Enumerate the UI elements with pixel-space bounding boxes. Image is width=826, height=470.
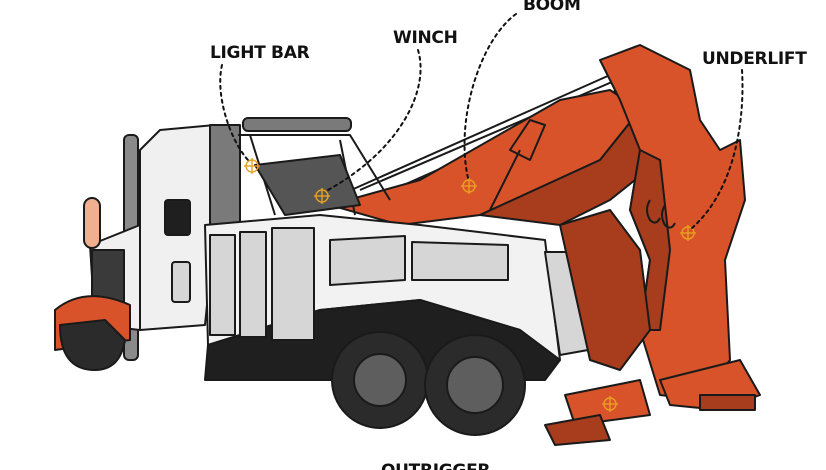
- boom-leader: [463, 13, 517, 179]
- outrigger-label: OUTRIGGER: [381, 461, 490, 470]
- underlift-label: UNDERLIFT: [702, 49, 807, 69]
- tow-truck-illustration: [54, 44, 761, 446]
- truck-body: [204, 209, 651, 381]
- light-bar-cage: [238, 117, 391, 216]
- winch-label: WINCH: [393, 28, 458, 48]
- light-bar-leader: [219, 64, 249, 161]
- boom-label: BOOM: [523, 0, 581, 15]
- leader-lines: [219, 13, 744, 229]
- underlift-leader: [691, 69, 744, 229]
- callout-labels: LIGHT BAR WINCH BOOM UNDERLIFT OUTRIGGER: [210, 0, 808, 470]
- winch-leader: [327, 49, 422, 191]
- underlift-outrigger-assembly: [544, 359, 761, 446]
- underlift-target-icon: [680, 225, 696, 241]
- boom-structure: [329, 44, 746, 401]
- target-markers: [244, 158, 696, 412]
- outrigger-target-icon: [602, 396, 618, 412]
- boom-target-icon: [461, 178, 477, 194]
- light-bar-label: LIGHT BAR: [210, 43, 310, 63]
- winch-target-icon: [314, 188, 330, 204]
- light-bar-target-icon: [244, 158, 260, 174]
- rear-wheels: [331, 331, 526, 436]
